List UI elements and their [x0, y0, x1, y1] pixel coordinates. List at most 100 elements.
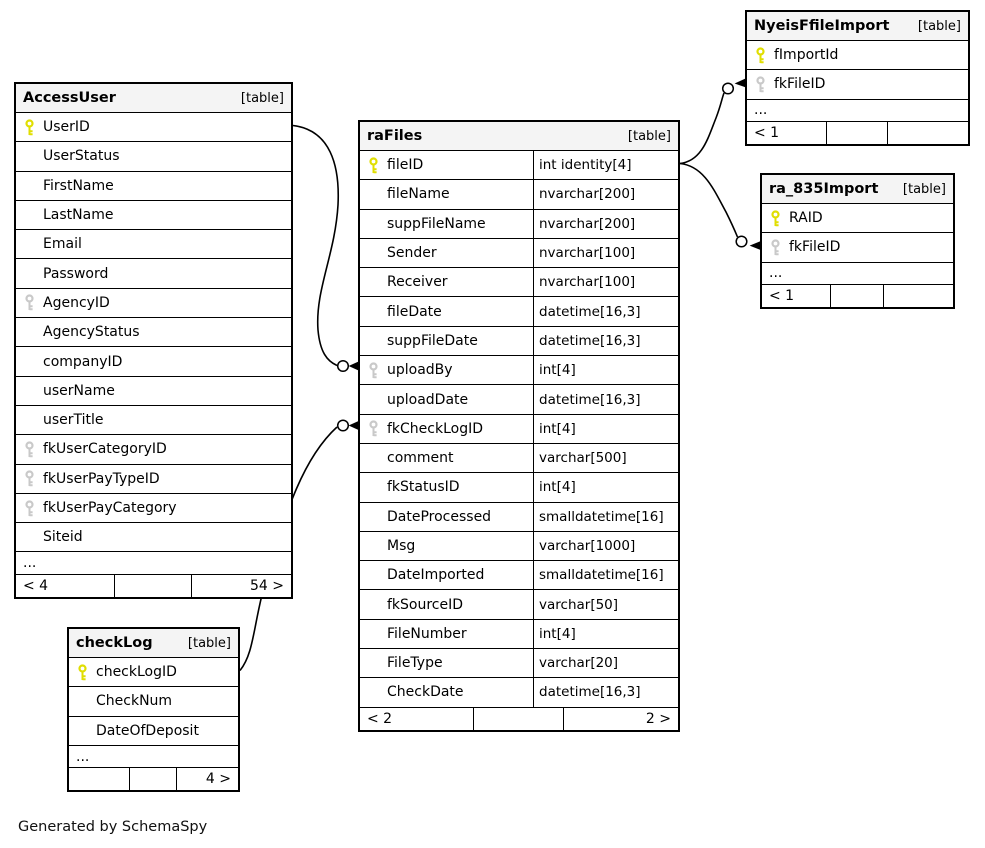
column-type: int identity[4]	[533, 151, 678, 180]
column-name: RAID	[789, 210, 823, 227]
column-name-wrap: userName	[16, 377, 291, 405]
column-name-wrap: userTitle	[16, 406, 291, 434]
primary-key-icon	[78, 664, 87, 680]
column-name-wrap: Receiver	[360, 268, 533, 296]
more-columns-ellipsis: ...	[762, 263, 953, 285]
column-name: fkFileID	[789, 239, 841, 256]
column-row: LastName	[16, 201, 291, 231]
column-name-wrap: fileDate	[360, 297, 533, 325]
relationship-rafiles-fileid-to-ra835import-fkfileid	[679, 162, 760, 250]
column-name-wrap: fkSourceID	[360, 590, 533, 618]
column-name: fkCheckLogID	[387, 420, 484, 437]
column-name: FileNumber	[387, 625, 467, 642]
relationship-rafiles-fileid-to-nyeisffileimport-fkfileid	[679, 78, 745, 165]
column-name: Password	[43, 265, 109, 282]
column-row: fkCheckLogID int[4]	[360, 414, 678, 444]
column-row: RAID	[762, 204, 953, 234]
footer-cell	[69, 768, 130, 791]
column-type: int[4]	[533, 414, 678, 443]
table-header[interactable]: checkLog[table]	[69, 629, 238, 658]
table-tag: [table]	[240, 90, 284, 106]
footer-cell	[884, 285, 953, 307]
column-type: int[4]	[533, 356, 678, 385]
table-title: raFiles	[367, 128, 423, 144]
footer-cell: 54 >	[250, 577, 284, 594]
table-rafiles: raFiles [table] fileID int identity[4]fileN…	[358, 120, 680, 732]
arrowhead-icon	[749, 241, 760, 250]
column-row: CheckNum	[69, 687, 238, 717]
column-type: smalldatetime[16]	[533, 502, 678, 531]
primary-key-icon	[771, 210, 780, 226]
column-name: fImportId	[774, 47, 839, 64]
more-columns-ellipsis: ...	[16, 552, 291, 575]
column-name-wrap: fkUserPayTypeID	[16, 465, 291, 493]
column-name-wrap: fImportId	[747, 41, 968, 69]
column-name-wrap: DateProcessed	[360, 503, 533, 531]
column-row: fkUserPayTypeID	[16, 465, 291, 494]
column-name: Sender	[387, 245, 437, 262]
column-type: int[4]	[533, 473, 678, 502]
column-type: datetime[16,3]	[533, 297, 678, 326]
column-name-wrap: fkCheckLogID	[360, 415, 533, 443]
footer-cell	[115, 574, 192, 597]
table-title: AccessUser	[23, 90, 116, 106]
foreign-key-icon	[771, 239, 780, 256]
column-type: varchar[50]	[533, 590, 678, 619]
column-name-wrap: uploadBy	[360, 356, 533, 384]
column-name-wrap: AgencyID	[16, 289, 291, 317]
column-type: nvarchar[100]	[533, 268, 678, 297]
column-name-wrap: uploadDate	[360, 385, 533, 413]
column-name: AgencyID	[43, 294, 110, 311]
column-row: fkUserPayCategory	[16, 494, 291, 524]
column-name: AgencyStatus	[43, 324, 140, 341]
key-cell	[16, 294, 43, 311]
column-name: fkUserPayCategory	[43, 500, 177, 516]
key-cell	[16, 119, 43, 136]
foreign-key-icon	[369, 420, 378, 437]
footer-cell	[130, 768, 178, 791]
column-name: fkStatusID	[387, 479, 460, 496]
column-row: fkUserCategoryID	[16, 435, 291, 465]
column-name: fileDate	[387, 303, 442, 320]
table-header[interactable]: ra_835Import[table]	[762, 175, 953, 204]
table-header[interactable]: NyeisFfileImport[table]	[747, 12, 968, 41]
column-row: fImportId	[747, 41, 968, 71]
column-type: nvarchar[100]	[533, 238, 678, 268]
primary-key-icon	[369, 157, 378, 173]
foreign-key-icon	[756, 76, 765, 93]
table-tag: [table]	[627, 128, 671, 144]
footer-cell	[888, 122, 968, 144]
column-row: UserStatus	[16, 142, 291, 172]
column-type: varchar[500]	[533, 443, 678, 473]
primary-key-icon	[756, 47, 765, 63]
column-row: FirstName	[16, 172, 291, 201]
column-name-wrap: FileType	[360, 649, 533, 677]
column-name: UserID	[43, 119, 90, 136]
column-row: userName	[16, 377, 291, 406]
table-header[interactable]: AccessUser [table]	[16, 84, 291, 113]
column-row: UserID	[16, 113, 291, 143]
column-name: FirstName	[43, 177, 114, 194]
column-name-wrap: fileID	[360, 151, 533, 179]
column-name: checkLogID	[96, 664, 177, 681]
more-columns-ellipsis: ...	[747, 100, 968, 122]
column-name: uploadBy	[387, 362, 453, 379]
column-name: uploadDate	[387, 391, 469, 408]
column-name-wrap: companyID	[16, 347, 291, 375]
column-name: LastName	[43, 207, 114, 224]
column-name-wrap: LastName	[16, 201, 291, 229]
table-footer: < 1	[747, 121, 968, 144]
column-row: Password	[16, 259, 291, 289]
column-row: uploadBy int[4]	[360, 356, 678, 386]
arrowhead-icon	[734, 78, 745, 88]
column-name: fileID	[387, 157, 424, 174]
table-header[interactable]: raFiles [table]	[360, 122, 678, 151]
